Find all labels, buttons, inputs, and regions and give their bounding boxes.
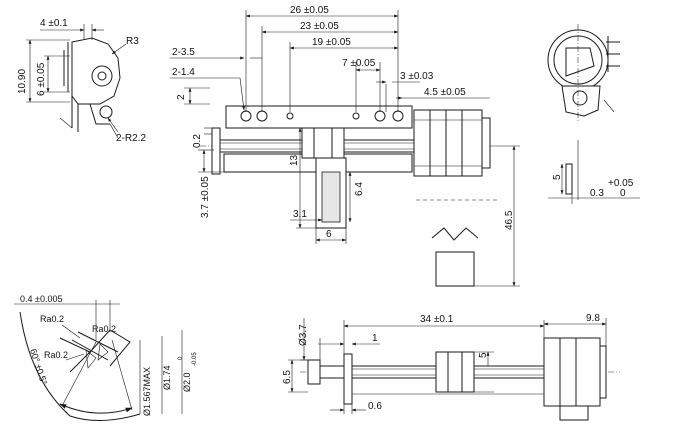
dim-10-90: 10.90	[17, 39, 70, 103]
front-view-body	[200, 105, 500, 287]
dim-2-0-tol-bottom: -0.05	[192, 352, 198, 366]
dim-23: 23 ±0.05	[261, 21, 399, 112]
dim-3-7-label: 3.7 ±0.05	[200, 176, 211, 218]
dim-3-7: 3.7 ±0.05	[198, 149, 224, 218]
dim-0-2-label: 0.2	[192, 134, 203, 148]
bottom-view: 34 ±0.1 9.8 Ø3.7 1 5 6.5	[282, 313, 620, 421]
dim-4-5: 4.5 ±0.05	[396, 87, 490, 100]
dim-2-1-4-label: 2-1.4	[172, 67, 195, 78]
dim-6-5-label: 6.5	[282, 370, 293, 384]
side-view-body	[59, 37, 121, 139]
dim-19-label: 19 ±0.05	[312, 37, 351, 48]
dim-0-2: 0.2	[192, 127, 212, 148]
dim-6: 6 ±0.05	[36, 55, 70, 96]
side-view: 4 ±0.1 R3 10.90 6 ±0.05 2-R2.2	[17, 18, 146, 144]
dim-1: 1	[318, 333, 380, 366]
bottom-view-body	[300, 337, 620, 421]
dim-5-bottom: 5	[474, 351, 494, 393]
dim-34-label: 34 ±0.1	[420, 314, 454, 325]
dim-5-bottom-label: 5	[478, 352, 489, 358]
dim-7: 7 ±0.05	[342, 58, 381, 112]
dim-2-0-tol-top: 0	[178, 356, 184, 360]
dim-10-90-label: 10.90	[17, 69, 28, 94]
dim-phi-3-7: Ø3.7	[298, 318, 309, 361]
dim-5-detail-label: 5	[552, 174, 563, 180]
dim-23-label: 23 ±0.05	[300, 21, 339, 32]
dim-6-slider-label: 6	[326, 229, 332, 240]
dim-phi-3-7-label: Ø3.7	[298, 324, 309, 346]
dim-26-label: 26 ±0.05	[290, 5, 329, 16]
dim-19: 19 ±0.05	[289, 37, 399, 112]
dim-4: 4 ±0.1	[40, 18, 104, 40]
dim-r3: R3	[111, 36, 139, 55]
dim-2-label: 2	[176, 94, 187, 100]
dim-6-4: 6.4	[348, 171, 365, 223]
dim-3-1: 3.1	[290, 209, 323, 222]
dim-6-slider: 6	[315, 228, 347, 244]
dim-9-8-label: 9.8	[586, 313, 600, 324]
dim-2-r2-2-label: 2-R2.2	[116, 133, 146, 144]
dim-13: 13	[289, 127, 316, 229]
dim-1-label: 1	[372, 333, 378, 344]
detail-view: 5 +0.05 0.3 0	[548, 140, 640, 204]
dim-plus-0-05-label: +0.05	[608, 178, 634, 189]
dim-2-0-label: Ø2.0	[182, 372, 192, 392]
dim-2-1-4: 2-1.4	[170, 67, 245, 111]
ra-0-2-a-label: Ra0.2	[40, 314, 64, 324]
end-view	[547, 24, 620, 122]
dim-7-label: 7 ±0.05	[342, 58, 376, 69]
dim-6-5: 6.5	[282, 359, 308, 393]
dim-0-6-label: 0.6	[368, 401, 382, 412]
dim-2-3-5-label: 2-3.5	[172, 47, 195, 58]
dim-r3-label: R3	[126, 36, 139, 47]
dim-3-1-label: 3.1	[293, 209, 307, 220]
dim-46-5-label: 46.5	[504, 210, 515, 230]
dim-2-r2-2: 2-R2.2	[107, 117, 146, 144]
dim-26: 26 ±0.05	[245, 5, 399, 112]
dim-0-label: 0	[620, 188, 626, 199]
dim-2-3-5: 2-3.5	[170, 47, 262, 60]
dim-5-detail: 5	[552, 163, 564, 195]
dim-1-74-label: Ø1.74	[162, 365, 172, 390]
dim-2: 2	[176, 87, 210, 105]
dim-4-label: 4 ±0.1	[40, 18, 68, 29]
ra-0-2-c-label: Ra0.2	[44, 350, 68, 360]
dim-0-4: 0.4 ±0.005	[14, 294, 120, 340]
dim-6-label: 6 ±0.05	[36, 62, 47, 96]
dim-0-6: 0.6	[330, 401, 382, 414]
dim-3-label: 3 ±0.03	[400, 71, 434, 82]
dim-3: 3 ±0.03	[376, 71, 434, 112]
dim-13-label: 13	[289, 154, 300, 166]
dim-9-8: 9.8	[543, 313, 607, 346]
dim-0-4-label: 0.4 ±0.005	[20, 294, 62, 304]
thread-detail-view: 0.4 ±0.005 Ra0.2 Ra0.2 Ra0.2 60° ±0.5° Ø…	[14, 294, 198, 422]
front-view: 26 ±0.05 23 ±0.05 19 ±0.05 2-3.5 2-1.4 7…	[170, 5, 520, 287]
dim-6-4-label: 6.4	[354, 182, 365, 196]
dim-4-5-label: 4.5 ±0.05	[424, 87, 466, 98]
dim-1-567-label: Ø1.567MAX	[142, 367, 152, 416]
dim-46-5: 46.5	[474, 145, 520, 287]
ra-0-2-b-label: Ra0.2	[92, 324, 116, 334]
dim-diameters: Ø1.567MAX Ø1.74 Ø2.0 0 -0.05	[139, 330, 198, 416]
dim-0-3-label: 0.3	[590, 188, 604, 199]
